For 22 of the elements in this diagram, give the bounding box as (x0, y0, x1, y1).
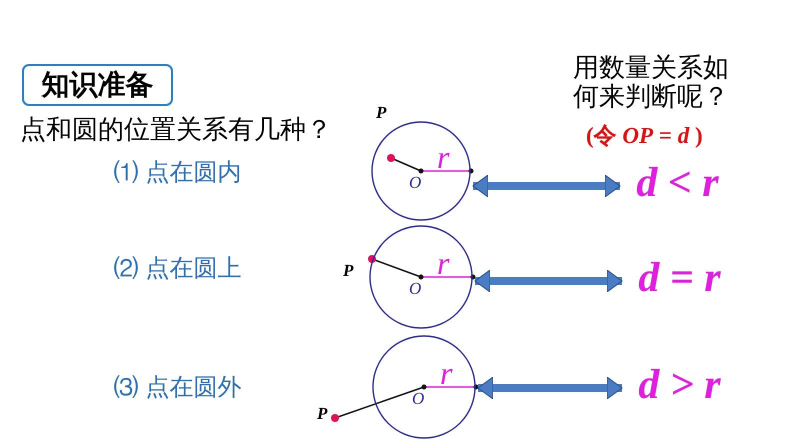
double-arrow (478, 376, 622, 400)
center-label: O (409, 280, 422, 297)
point-label: P (317, 405, 328, 422)
relation-formula: d = r (622, 250, 737, 306)
relation-formula: d > r (622, 357, 737, 413)
center-label: O (409, 174, 422, 191)
radius-label: r (440, 357, 452, 389)
center-label: O (412, 390, 424, 407)
question-text: 点和圆的位置关系有几种？ (20, 114, 332, 146)
definition-note: (令 OP = d ) (586, 122, 704, 149)
question-text: 用数量关系如何来判断呢？ (573, 54, 730, 112)
relation-formula: d < r (620, 155, 735, 211)
double-arrow (474, 270, 622, 292)
case-label: ⑴ 点在圆内 (114, 157, 242, 188)
point-label: P (343, 262, 354, 279)
point-label: P (376, 104, 386, 121)
radius-label: r (437, 247, 450, 279)
case-label: ⑶ 点在圆外 (114, 372, 242, 403)
radius-label: r (437, 141, 450, 173)
double-arrow (472, 174, 620, 198)
case-label: ⑵ 点在圆上 (114, 253, 242, 284)
section-heading: 知识准备 (22, 64, 173, 106)
